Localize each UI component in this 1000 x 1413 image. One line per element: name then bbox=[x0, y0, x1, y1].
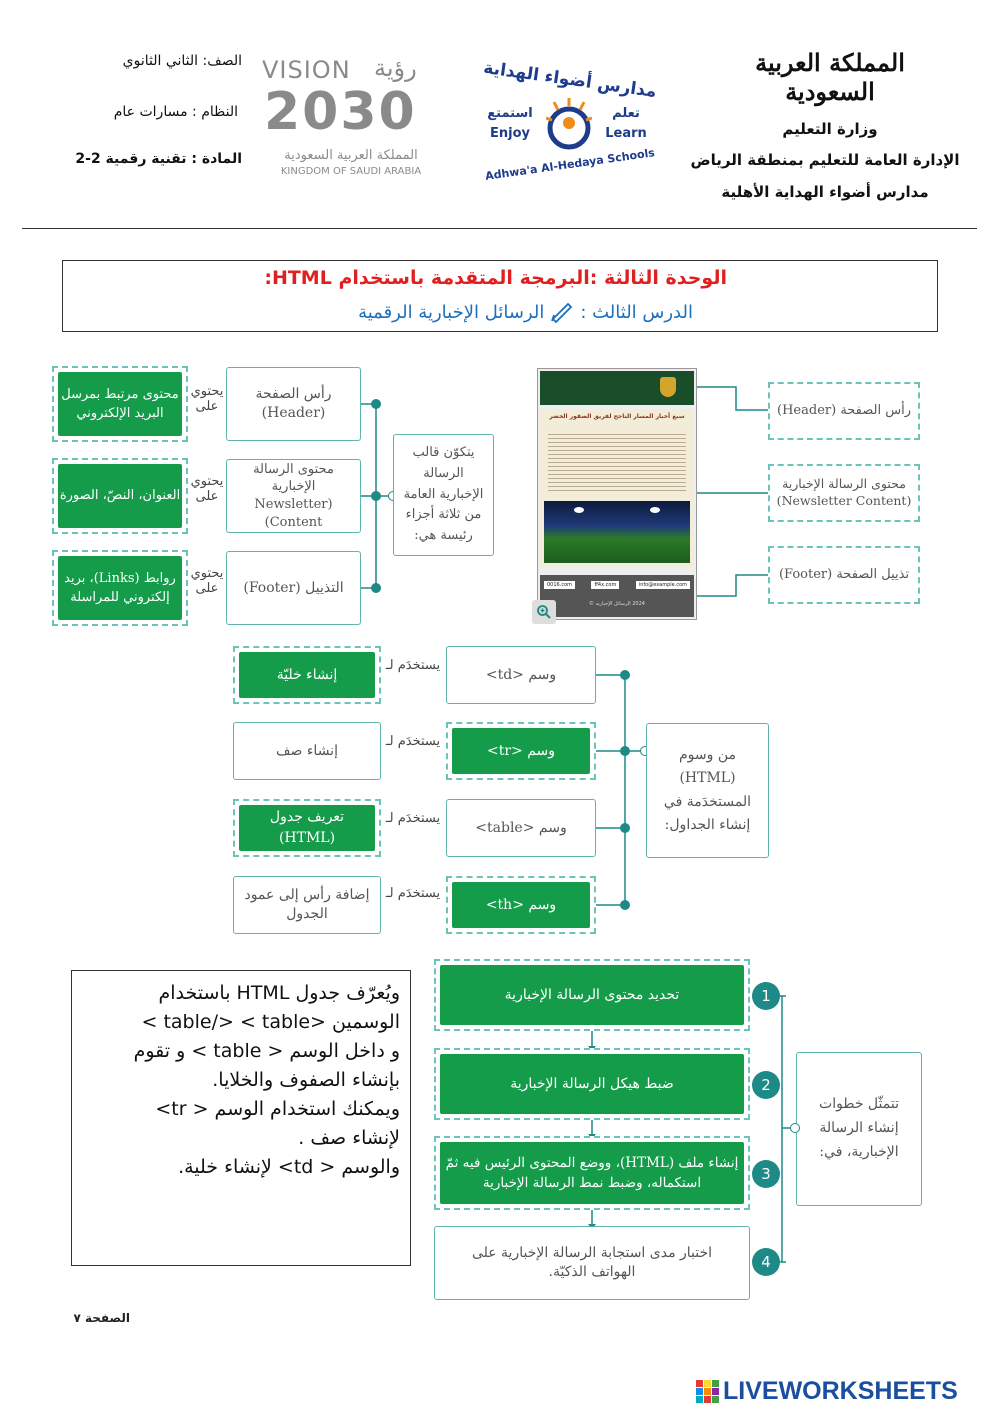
use-create-cell: إنشاء خليّة bbox=[233, 646, 381, 704]
note-line: والوسم < td> لإنشاء خلية. bbox=[178, 1156, 400, 1179]
header-divider bbox=[22, 228, 977, 229]
system-label: النظام : مسارات عام bbox=[113, 104, 238, 120]
preview-label-header: رأس الصفحة (Header) bbox=[768, 382, 920, 440]
connector-dot bbox=[790, 1123, 800, 1133]
step-3-number: 3 bbox=[752, 1160, 780, 1188]
contains-label: يحتوي على bbox=[190, 474, 224, 504]
tag-table-box: وسم <table> bbox=[446, 799, 596, 857]
used-for-label: يستخدَم لـ bbox=[385, 734, 441, 749]
ministry-label: وزارة التعليم bbox=[782, 120, 878, 138]
used-for-label: يستخدَم لـ bbox=[385, 658, 441, 673]
unit-title: الوحدة الثالثة :البرمجة المتقدمة باستخدا… bbox=[264, 267, 727, 289]
preview-header bbox=[540, 371, 694, 405]
part-header-box: رأس الصفحة (Header) bbox=[226, 367, 361, 441]
preview-label-footer: تذييل الصفحة (Footer) bbox=[768, 546, 920, 604]
note-line: الوسمين <table/> < table > bbox=[141, 1011, 401, 1034]
note-box: ويُعرّف جدول HTML باستخدام الوسمين <tabl… bbox=[71, 970, 411, 1266]
step-1-number: 1 bbox=[752, 982, 780, 1010]
tag-td-box: وسم <td> bbox=[446, 646, 596, 704]
note-line: ويُعرّف جدول HTML باستخدام bbox=[158, 982, 400, 1004]
connector-dot bbox=[371, 583, 381, 593]
use-add-header: إضافة رأس إلى عمود الجدول bbox=[233, 876, 381, 934]
step-1-box: تحديد محتوى الرسالة الإخبارية bbox=[434, 959, 750, 1031]
club-logo-icon bbox=[660, 377, 676, 397]
step-4-number: 4 bbox=[752, 1248, 780, 1276]
page-number: الصفحة ٧ bbox=[73, 1311, 130, 1325]
liveworksheets-logo-icon bbox=[696, 1379, 719, 1403]
connector-dot bbox=[620, 746, 630, 756]
preview-content: سبع أخبار المسار الناجح لفريق الصقور الخ… bbox=[540, 409, 694, 567]
subject-label: المادة : تقنية رقمية 2-2 bbox=[75, 151, 242, 167]
html-tags-center: من وسوم (HTML) المستخدَمة في إنشاء الجدا… bbox=[646, 723, 769, 858]
connector-dot bbox=[620, 900, 630, 910]
newsletter-preview: سبع أخبار المسار الناجح لفريق الصقور الخ… bbox=[537, 368, 697, 620]
use-create-row: إنشاء صف bbox=[233, 722, 381, 780]
directorate-label: الإدارة العامة للتعليم بمنطقة الرياض bbox=[690, 151, 960, 169]
note-line: بإنشاء الصفوف والخلايا. bbox=[212, 1069, 400, 1092]
lesson-title: الدرس الثالث : الرسائل الإخبارية الرقمية bbox=[358, 301, 693, 324]
footer-content-box: روابط (Links)، بريد إلكتروني للمراسلة bbox=[52, 550, 188, 626]
step-3-box: إنشاء ملف (HTML)، ووضع المحتوى الرئيس في… bbox=[434, 1136, 750, 1210]
contains-label: يحتوي على bbox=[190, 566, 224, 596]
step-2-box: ضبط هيكل الرسالة الإخبارية bbox=[434, 1048, 750, 1120]
note-line: لإنشاء صف . bbox=[298, 1127, 400, 1150]
steps-center: تتمثّل خطوات إنشاء الرسالة الإخبارية، في… bbox=[796, 1052, 922, 1206]
hand-writing-icon bbox=[550, 301, 574, 324]
liveworksheets-brand[interactable]: LIVEWORKSHEETS bbox=[696, 1376, 958, 1406]
preview-footer: 0016.com ff4x.com info@example.com 2024 … bbox=[540, 575, 694, 617]
newsletter-parts-center: يتكوّن قالب الرسالة الإخبارية العامة من … bbox=[393, 434, 494, 556]
connector-dot bbox=[620, 823, 630, 833]
connector-dot bbox=[371, 491, 381, 501]
header-content-box: محتوى مرتبط بمرسل البريد الإلكتروني bbox=[52, 366, 188, 442]
kingdom-calligraphy: المملكة العربية السعودية bbox=[755, 48, 905, 106]
stadium-image bbox=[544, 501, 690, 563]
tag-tr-box: وسم <tr> bbox=[446, 722, 596, 780]
step-4-box: اختبار مدى استجابة الرسالة الإخبارية على… bbox=[434, 1226, 750, 1300]
grade-label: الصف: الثاني الثانوي bbox=[122, 53, 242, 69]
connector-dot bbox=[371, 399, 381, 409]
used-for-label: يستخدَم لـ bbox=[385, 886, 441, 901]
part-footer-box: التذييل (Footer) bbox=[226, 551, 361, 625]
vision-2030-logo: VISION رؤية 2030 المملكة العربية السعودي… bbox=[262, 54, 422, 177]
preview-label-content: محتوى الرسالة الإخبارية (Newsletter Cont… bbox=[768, 464, 920, 522]
title-box: الوحدة الثالثة :البرمجة المتقدمة باستخدا… bbox=[62, 260, 938, 332]
zoom-in-icon[interactable] bbox=[532, 600, 556, 624]
part-content-box: محتوى الرسالة الإخبارية (Newsletter Cont… bbox=[226, 459, 361, 533]
connector-dot bbox=[620, 670, 630, 680]
note-line: و داخل الوسم < table > و تقوم bbox=[133, 1040, 400, 1063]
tag-th-box: وسم <th> bbox=[446, 876, 596, 934]
step-2-number: 2 bbox=[752, 1071, 780, 1099]
newsletter-content-box: العنوان، النصّ، الصورة bbox=[52, 458, 188, 534]
use-define-table: تعريف جدول (HTML) bbox=[233, 799, 381, 857]
school-logo: مدارس أضواء الهداية استمتع Enjoy تعلم Le… bbox=[482, 57, 658, 183]
note-line: ويمكنك استخدام الوسم < tr> bbox=[155, 1098, 400, 1121]
school-label: مدارس أضواء الهداية الأهلية bbox=[721, 183, 929, 201]
contains-label: يحتوي على bbox=[190, 384, 224, 414]
used-for-label: يستخدَم لـ bbox=[385, 811, 441, 826]
